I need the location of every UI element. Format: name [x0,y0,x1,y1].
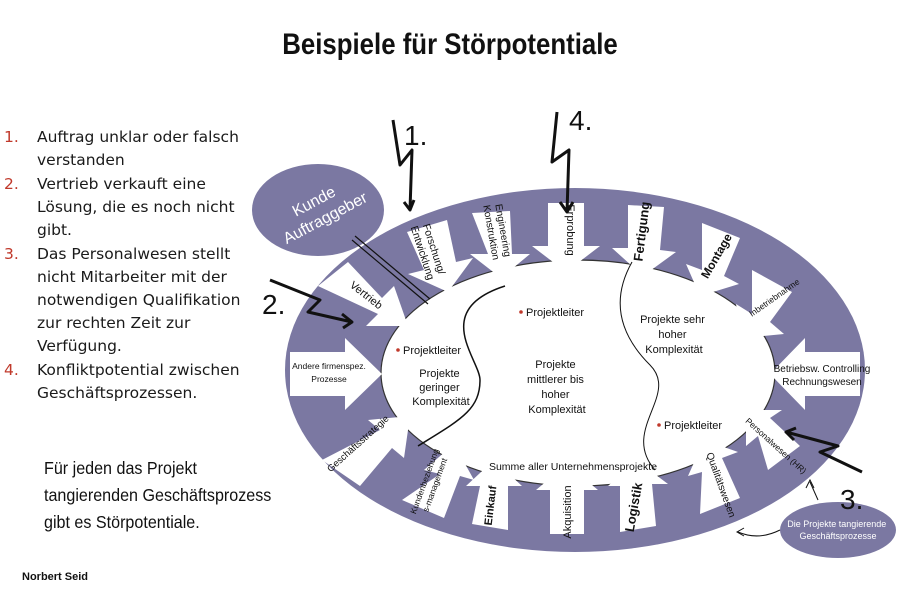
processes-badge [780,502,896,558]
list-item: 4. Konfliktpotential zwischen Geschäftspr… [4,359,254,405]
label-erprobung: Erprobung [564,204,576,255]
label-einkauf: Einkauf [483,485,500,526]
arrow-inbetriebnahme [736,270,792,338]
bullet [396,348,400,352]
marker-1: 1. [404,120,427,151]
process-arrows [290,203,860,534]
list-text: Das Personalwesen stellt nicht Mitarbeit… [37,245,241,355]
arrow-vertrieb [318,262,408,326]
list-number: 2. [4,175,19,193]
processes-badge-label: Die Projekte tangierende Geschäftsprozes… [787,519,889,541]
lightning-4 [550,111,575,214]
arrow-kundenbeziehung [402,444,474,518]
arrow-erprobung [532,203,600,272]
arrow-controlling [770,338,860,410]
label-akquisition: Akquisition [562,485,574,538]
arrow-qualitaet [688,440,740,514]
badge-pointer-head [805,478,815,489]
bullet [519,310,523,314]
arrow-forschung [407,220,473,292]
list-item: 1. Auftrag unklar oder falsch verstanden [4,126,254,172]
marker-numbers: 1. 2. 3. 4. [262,105,863,515]
list-text: Auftrag unklar oder falsch verstanden [37,128,239,169]
marker-2: 2. [262,289,285,320]
list-item: 2. Vertrieb verkauft eine Lösung, die es … [4,173,254,242]
badge-pointer [809,481,819,501]
arrow-montage [686,223,740,296]
inner-labels: Projektleiter Projektleiter Projektleite… [396,307,722,473]
divider-right [619,261,660,471]
pl-right: Projektleiter [664,420,722,432]
marker-3: 3. [840,484,863,515]
bullet [657,423,661,427]
customer-connector [351,239,429,305]
customer-connector [354,235,431,300]
disruption-list: 1.Auftrag unklar oder falsch verstanden … [4,126,254,406]
lightning-1 [391,119,416,212]
lightning-3 [784,426,863,474]
page-title: Beispiele für Störpotentiale [282,28,618,61]
arrow-logistik [608,460,668,532]
author-name: Norbert Seid [22,571,89,583]
pl-left: Projektleiter [403,345,461,357]
list-text: Vertrieb verkauft eine Lösung, die es no… [37,175,235,239]
list-text: Konfliktpotential zwischen Geschäftsproz… [37,361,240,402]
list-item: 3. Das Personalwesen stellt nicht Mitarbe… [4,243,254,358]
arrow-fertigung [612,205,676,276]
list-number: 4. [4,361,19,379]
label-fertigung: Fertigung [630,201,652,262]
high-complexity: Projekte sehr hoher Komplexität [640,314,708,356]
arrow-andere [290,338,382,410]
divider-left [417,285,506,447]
arrow-personalwesen [746,410,800,470]
mid-complexity: Projekte mittlerer bis hoher Komplexität [527,359,587,416]
badge-arrow-head [735,527,745,537]
low-complexity: Projekte geringer Komplexität [412,368,469,408]
arrow-geschaeftsstrategie [322,416,410,486]
list-number: 3. [4,245,19,263]
arrow-akquisition [536,464,598,534]
arrow-engineering [470,211,530,278]
badge-arrow [737,529,781,537]
list-number: 1. [4,128,19,146]
sum-label: Summe aller Unternehmensprojekte [489,461,657,473]
pl-top: Projektleiter [526,307,584,319]
marker-4: 4. [569,105,592,136]
lightning-2 [269,278,354,330]
summary-note: Für jeden das Projekt tangierenden Gesch… [44,458,272,532]
arrow-einkauf [466,460,522,530]
customer-bubble [252,164,384,256]
label-andere: Andere firmenspez.Prozesse [292,361,366,384]
